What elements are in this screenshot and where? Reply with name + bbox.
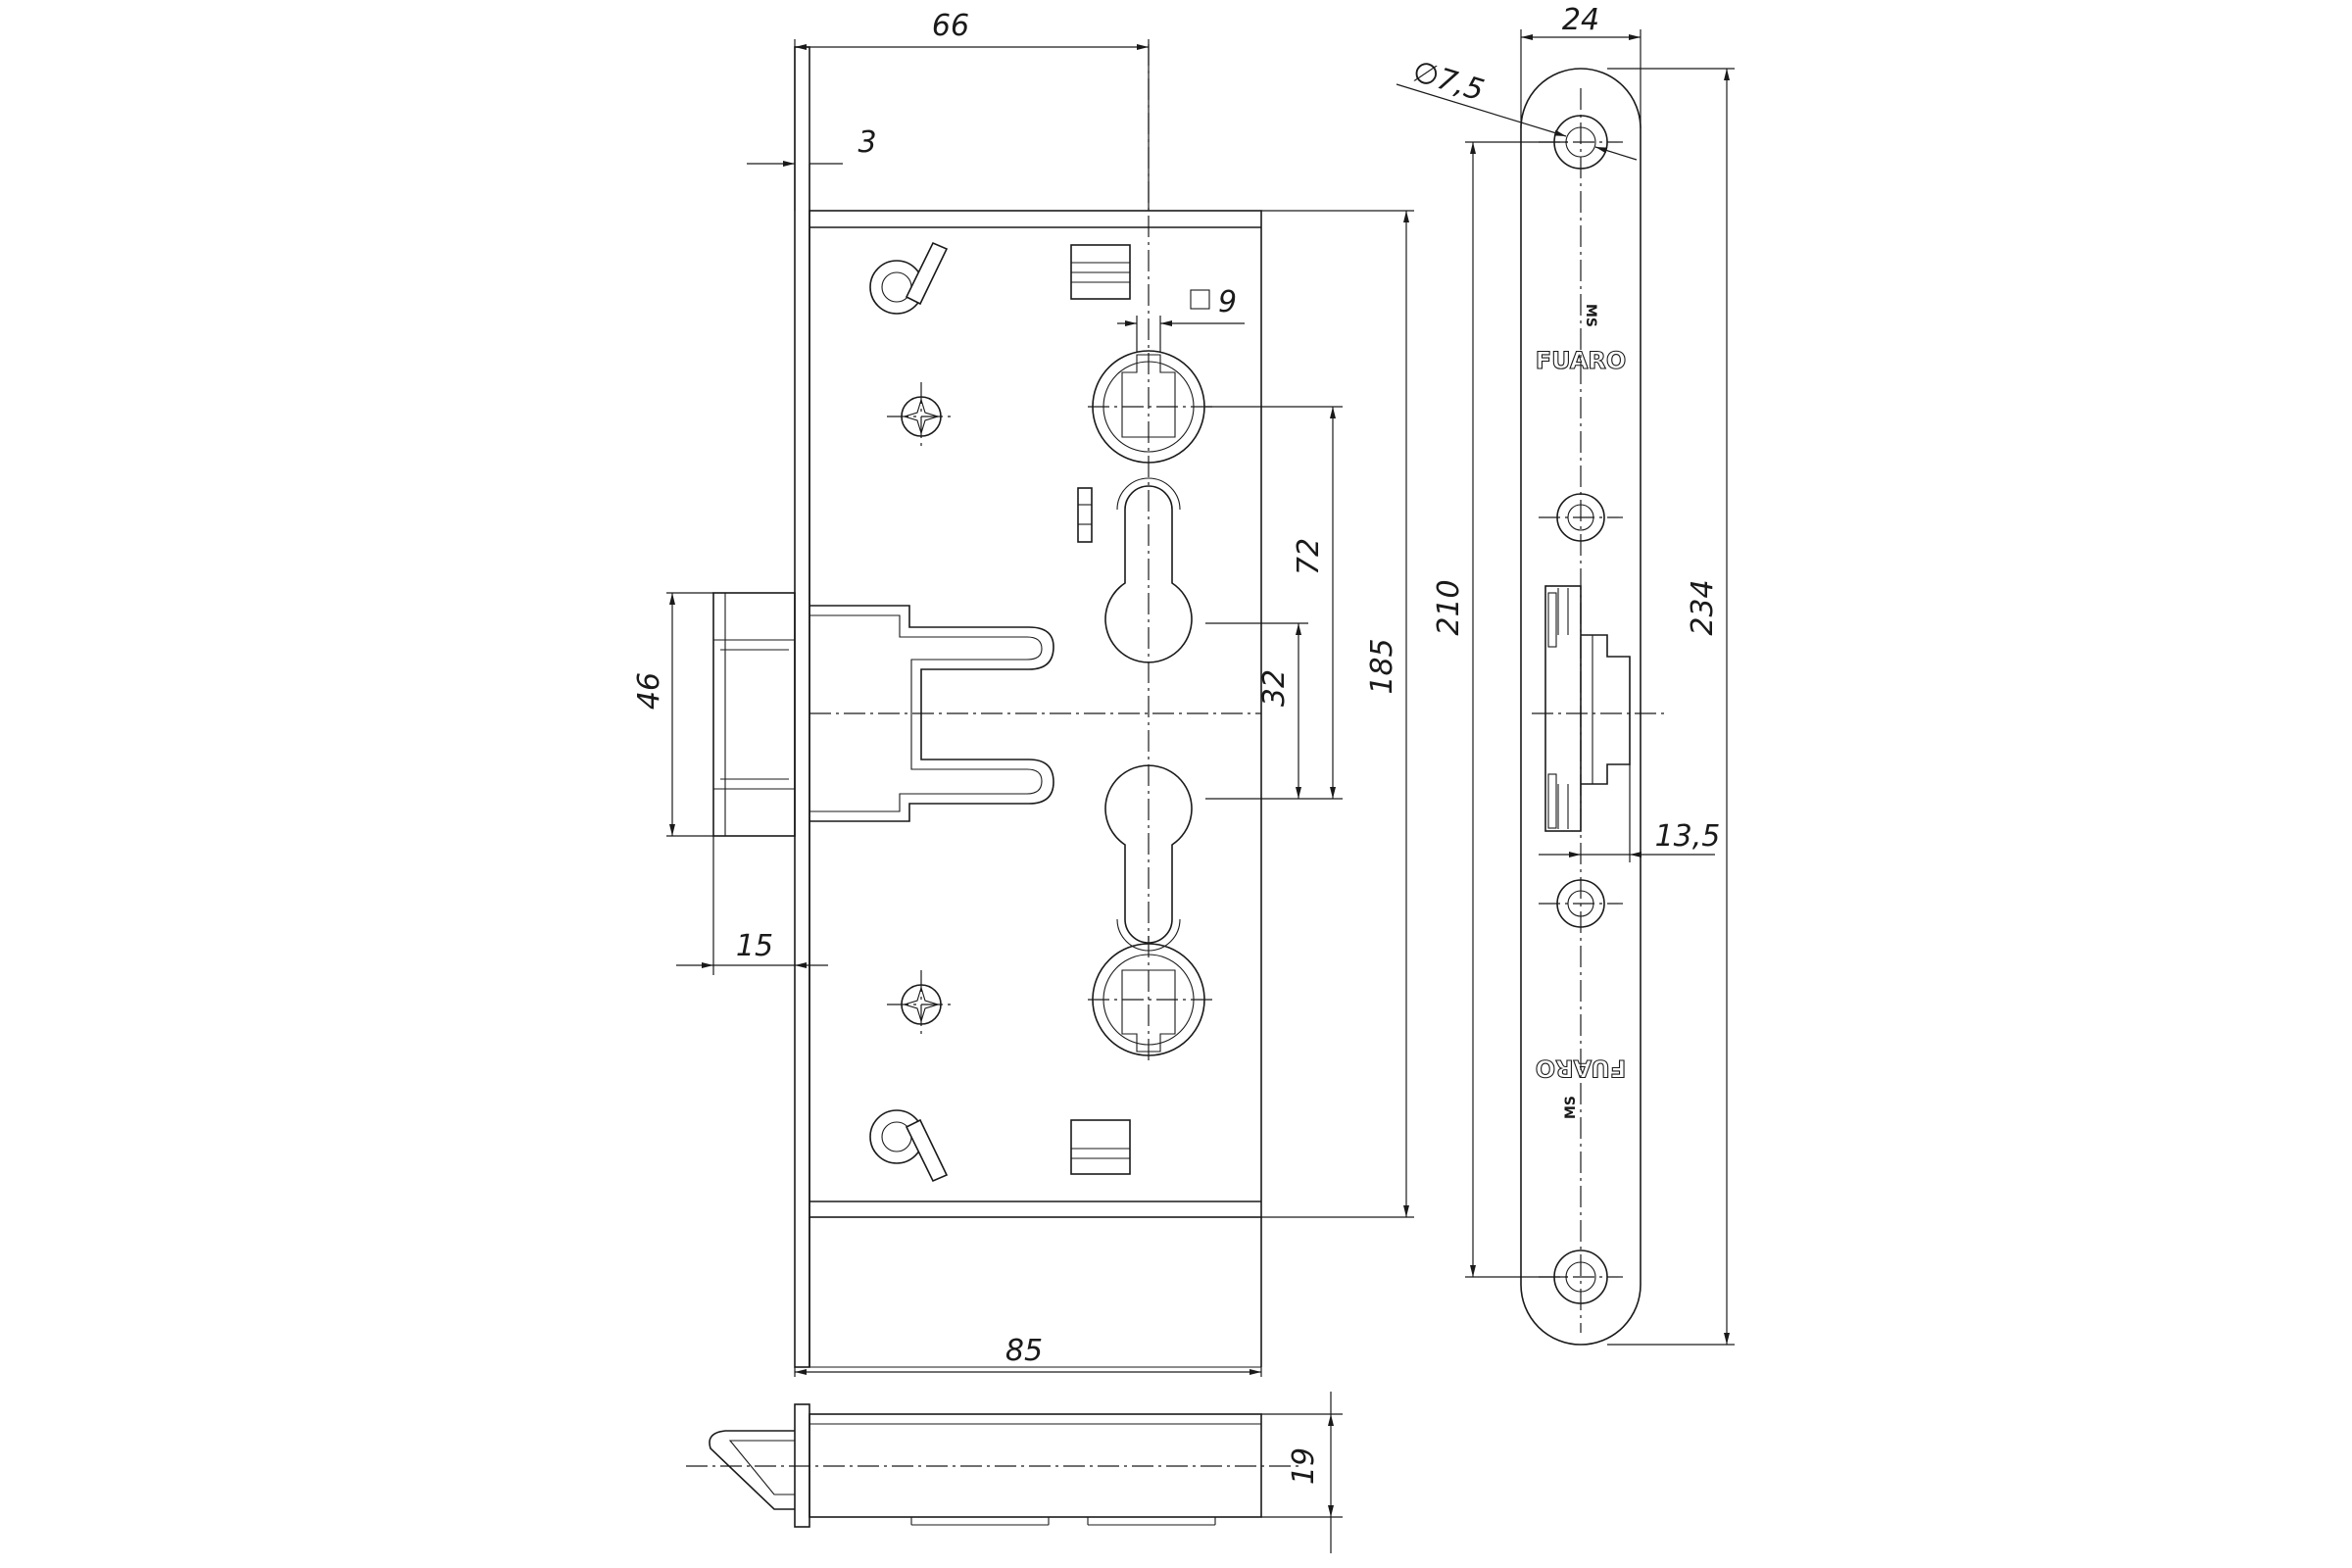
dim-faceplate-thickness: 3 [858,125,876,160]
dim-latch-height: 46 [632,672,666,710]
pivot-lever-bottom [869,1109,949,1183]
pivot-lever-top [869,241,949,315]
faceplate-outline [1520,68,1642,1346]
dim-cylinder-distance: 32 [1257,669,1292,707]
dim-top-width: 66 [932,9,969,43]
dim-spindle-square: 9 [1218,285,1237,319]
dim-screw-hole-diameter: ∅7,5 [1408,54,1488,108]
cylinder-cutout-top [1104,477,1193,663]
dim-strike-width: 24 [1562,3,1599,37]
stamp-label-bottom: MS [1563,1096,1579,1119]
dim-case-width: 85 [1005,1334,1043,1368]
latch-opening [1532,585,1666,832]
dim-case-height: 185 [1365,638,1399,694]
small-tab [1077,487,1093,543]
dim-case-depth: 19 [1287,1447,1321,1485]
faceplate-strip [794,46,810,1368]
dim-backset-distance: 72 [1292,538,1326,575]
brand-label-top: FUARO [1536,347,1627,374]
faceplate-dimensions: 24 ∅7,5 210 234 13,5 [1396,3,1735,1346]
slot-block-bottom [1070,1119,1131,1175]
lock-section-view: 19 [686,1392,1343,1553]
faceplate-side-view: FUARO MS FUARO MS [1520,68,1666,1346]
dim-latch-opening: 13,5 [1655,819,1721,854]
dim-strike-height: 234 [1686,579,1720,635]
latch-bolt [712,592,796,837]
front-dimensions: 66 3 9 72 32 185 46 [632,9,1414,1377]
latch-tail [809,605,1261,822]
diameter-value: 7,5 [1433,62,1488,108]
slot-block-top [1070,244,1131,300]
cross-screw-bottom [887,970,956,1039]
dim-strike-hole-spacing: 210 [1432,579,1466,635]
stamp-label-top: MS [1583,304,1598,327]
lock-front-view [712,44,1262,1368]
cross-screw-top [887,382,956,451]
dim-latch-projection: 15 [736,929,773,963]
